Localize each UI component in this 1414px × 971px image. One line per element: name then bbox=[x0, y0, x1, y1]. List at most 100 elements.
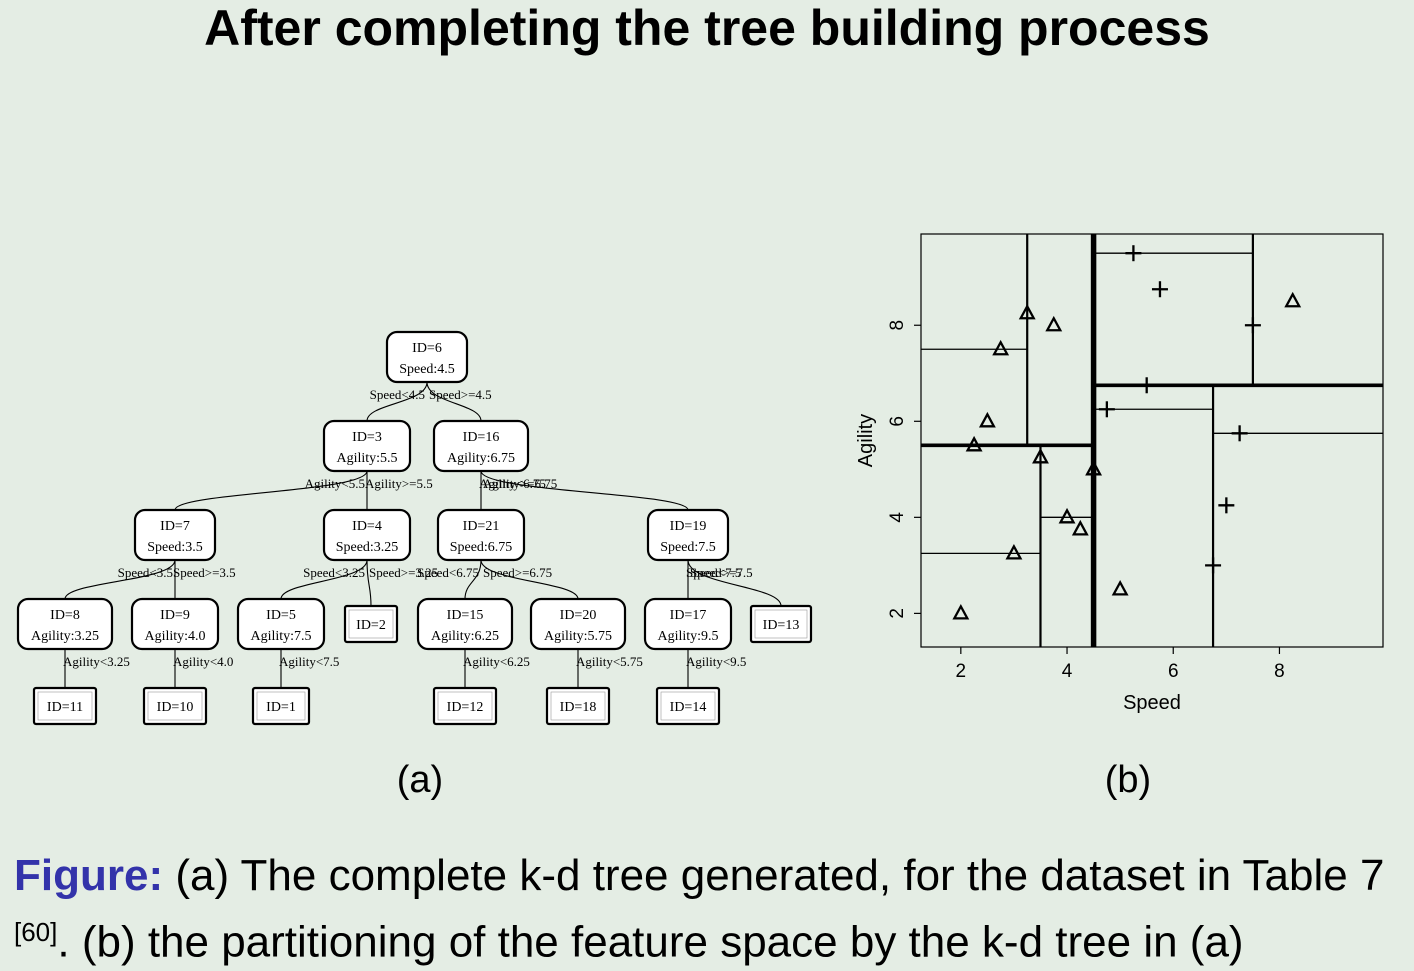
node-box bbox=[236, 597, 326, 651]
node-box bbox=[385, 330, 469, 384]
node-text: ID=9 bbox=[160, 608, 190, 623]
triangle-point bbox=[1005, 543, 1023, 560]
edge-label: Agility<3.25 bbox=[63, 654, 130, 669]
partition-lines bbox=[921, 234, 1383, 647]
node-text: ID=12 bbox=[447, 700, 484, 715]
node-text: ID=2 bbox=[356, 618, 386, 633]
triangle-point bbox=[1045, 315, 1063, 332]
x-tick-label: 4 bbox=[1062, 661, 1073, 682]
edge-label: Agility>=5.5 bbox=[365, 476, 433, 491]
triangle-point bbox=[1032, 447, 1049, 464]
triangle-point bbox=[1111, 579, 1129, 596]
node-text: ID=10 bbox=[157, 700, 194, 715]
node-text: Agility:6.25 bbox=[431, 629, 499, 644]
edge-label: Agility<4.0 bbox=[173, 654, 233, 669]
node-box bbox=[646, 508, 730, 562]
node-text: Agility:7.5 bbox=[250, 629, 311, 644]
triangle-point bbox=[1058, 507, 1076, 524]
tree-leaf-node: ID=12 bbox=[432, 686, 498, 726]
node-text: ID=3 bbox=[352, 430, 382, 445]
node-inner-box bbox=[550, 691, 606, 721]
node-text: ID=7 bbox=[160, 519, 190, 534]
edge-label: Speed<4.5 bbox=[370, 387, 425, 402]
edge-label: Agility<5.75 bbox=[576, 654, 643, 669]
node-box bbox=[432, 419, 530, 473]
edge-label: Agility<6.25 bbox=[463, 654, 530, 669]
plus-point bbox=[1125, 245, 1142, 262]
triangle-point bbox=[1071, 519, 1089, 536]
node-text: ID=4 bbox=[352, 519, 382, 534]
node-text: Agility:4.0 bbox=[144, 629, 205, 644]
node-inner-box bbox=[256, 691, 306, 721]
caption-text-1: (a) The complete k-d tree generated, for… bbox=[163, 851, 1385, 900]
node-box bbox=[529, 597, 627, 651]
node-text: ID=1 bbox=[266, 700, 296, 715]
node-text: Speed:3.25 bbox=[336, 540, 399, 555]
node-box bbox=[16, 597, 114, 651]
node-text: Speed:4.5 bbox=[399, 362, 455, 377]
triangle-point bbox=[1284, 291, 1302, 308]
node-inner-box bbox=[754, 609, 808, 639]
edge-label: Speed>=7.5 bbox=[690, 565, 753, 580]
x-tick-label: 8 bbox=[1274, 661, 1285, 682]
triangle-point bbox=[965, 435, 983, 452]
data-points bbox=[952, 245, 1302, 620]
plus-point bbox=[1218, 497, 1235, 514]
node-text: Agility:5.5 bbox=[336, 451, 397, 466]
x-tick-label: 6 bbox=[1168, 661, 1179, 682]
tree-edge-4-2 bbox=[366, 559, 372, 607]
edge-label: Speed>=3.25 bbox=[369, 565, 438, 580]
edge-label: Agility>=6.75 bbox=[483, 476, 557, 491]
tree-edge-6-3 bbox=[366, 381, 428, 422]
node-text: ID=18 bbox=[560, 700, 597, 715]
panel-a-label: (a) bbox=[397, 759, 443, 801]
triangle-point bbox=[992, 339, 1010, 356]
node-text: ID=8 bbox=[50, 608, 80, 623]
caption-text-2: . (b) the partitioning of the feature sp… bbox=[57, 917, 1244, 967]
node-text: ID=11 bbox=[47, 700, 83, 715]
node-box bbox=[130, 597, 220, 651]
y-tick-label: 2 bbox=[887, 608, 908, 619]
node-box bbox=[416, 597, 514, 651]
tree-leaf-node: ID=18 bbox=[545, 686, 611, 726]
node-text: ID=17 bbox=[670, 608, 707, 623]
node-text: ID=5 bbox=[266, 608, 296, 623]
plot-frame bbox=[920, 233, 1384, 648]
node-text: ID=6 bbox=[412, 341, 442, 356]
kd-tree: ID=1ID=2ID=3Agility:5.5ID=4Speed:3.25ID=… bbox=[16, 330, 813, 726]
caption-lead: Figure: bbox=[14, 851, 164, 900]
tree-edge-3-7 bbox=[174, 470, 368, 511]
y-tick-label: 4 bbox=[887, 512, 908, 523]
y-axis-title: Agility bbox=[855, 414, 877, 467]
tree-leaf-node: ID=1 bbox=[251, 686, 311, 726]
tree-edge-19-13 bbox=[687, 559, 782, 607]
edge-label: Speed<7.5 bbox=[686, 565, 741, 580]
tree-leaf-node: ID=11 bbox=[32, 686, 98, 726]
x-axis-title: Speed bbox=[1123, 692, 1181, 714]
x-tick-label: 2 bbox=[956, 661, 967, 682]
tree-leaf-node: ID=2 bbox=[343, 604, 399, 644]
node-inner-box bbox=[437, 691, 493, 721]
node-text: ID=19 bbox=[670, 519, 707, 534]
node-text: ID=20 bbox=[560, 608, 597, 623]
node-inner-box bbox=[660, 691, 716, 721]
y-tick-label: 8 bbox=[887, 320, 908, 331]
triangle-point bbox=[1018, 303, 1036, 320]
node-inner-box bbox=[348, 609, 394, 639]
node-box bbox=[133, 508, 217, 562]
tree-edge-6-16 bbox=[426, 381, 482, 422]
node-box bbox=[322, 508, 412, 562]
node-text: ID=16 bbox=[463, 430, 500, 445]
figure-caption: Figure: (a) The complete k-d tree genera… bbox=[14, 848, 1404, 971]
node-text: Speed:7.5 bbox=[660, 540, 716, 555]
panel-b-label: (b) bbox=[1105, 759, 1151, 801]
